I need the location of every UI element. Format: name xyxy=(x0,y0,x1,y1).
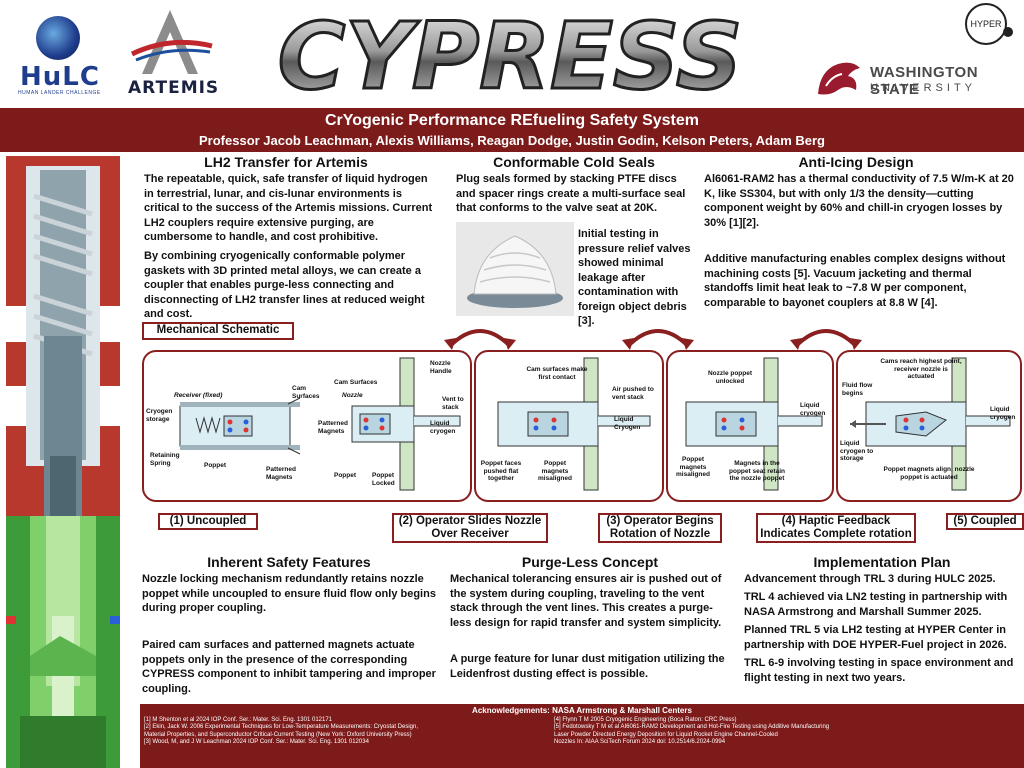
label-magnets-misaligned: Poppet magnets misaligned xyxy=(538,460,572,482)
purge-paragraph-1: Mechanical tolerancing ensures air is pu… xyxy=(450,573,722,629)
poster-title: CrYogenic Performance REfueling Safety S… xyxy=(324,112,700,129)
label-cryogen-storage: Cryogen storage xyxy=(146,408,173,423)
svg-text:CYPRESS: CYPRESS xyxy=(278,4,743,104)
reference: [4] Flynn T M 2005 Cryogenic Engineering… xyxy=(554,717,737,723)
plan-item-4: TRL 6-9 involving testing in space envir… xyxy=(744,657,1014,684)
refs-right: [4] Flynn T M 2005 Cryogenic Engineering… xyxy=(554,717,1020,747)
lh2-paragraph-2: By combining cryogenically conformable p… xyxy=(144,250,425,320)
cad-section-green-image xyxy=(6,516,120,768)
safety-paragraph-2: Paired cam surfaces and patterned magnet… xyxy=(142,639,436,695)
label-patterned-magnets: Patterned Magnets xyxy=(266,466,296,481)
label-magnets-align: Poppet magnets align, nozzle poppet is a… xyxy=(883,466,975,481)
cypress-title-logo: CYPRESS xyxy=(276,4,744,104)
uncoupled-diagram xyxy=(179,397,301,455)
reference: [1] M Shenton et al 2024 IOP Conf. Ser.:… xyxy=(144,717,333,723)
label-nozzle: Nozzle xyxy=(342,392,363,399)
purge-paragraph-2: A purge feature for lunar dust mitigatio… xyxy=(450,653,725,680)
anti-icing-paragraph-2: Additive manufacturing enables complex d… xyxy=(704,253,1006,309)
label-poppet-unlocked: Nozzle poppet unlocked xyxy=(707,370,753,385)
cad-section-red-image xyxy=(2,156,124,540)
label-poppet-locked: Poppet Locked xyxy=(372,472,395,487)
plan-item-1: Advancement through TRL 3 during HULC 20… xyxy=(744,573,996,585)
purge-title: Purge-Less Concept xyxy=(521,554,659,570)
label-magnets-retain: Magnets in the poppet seat retain the no… xyxy=(729,460,785,482)
safety-title: Inherent Safety Features xyxy=(207,554,371,570)
step-4-label: (4) Haptic Feedback Indicates Complete r… xyxy=(756,513,916,543)
step-2-label: (2) Operator Slides Nozzle Over Receiver xyxy=(392,513,548,543)
label-poppet: Poppet xyxy=(204,462,227,469)
label-cam-surfaces: Cam Surfaces xyxy=(292,385,320,400)
rotation-begins-diagram xyxy=(497,357,651,491)
label-liquid-cryogen: Liquid cryogen xyxy=(430,420,456,435)
anti-icing-title: Anti-Icing Design xyxy=(798,154,914,170)
acknowledgements-footer: Acknowledgements: NASA Armstrong & Marsh… xyxy=(140,704,1024,768)
safety-paragraph-1: Nozzle locking mechanism redundantly ret… xyxy=(142,573,436,614)
label-liquid-cryogen-4: Liquid cryogen xyxy=(800,402,826,417)
label-retaining-spring: Retaining Spring xyxy=(150,452,180,467)
label-poppet-faces: Poppet faces pushed flat together xyxy=(480,460,522,482)
artemis-logo-text: ARTEMIS xyxy=(128,78,220,98)
label-liquid-to-storage: Liquid cryogen to storage xyxy=(840,440,874,462)
wsu-cougar-icon xyxy=(818,62,860,95)
svg-text:HYPER: HYPER xyxy=(970,19,1002,29)
label-liquid-cryogen-3: Liquid Cryogen xyxy=(614,416,641,431)
reference: [3] Wood, M, and J W Leachman 2024 IOP C… xyxy=(144,739,369,746)
label-liquid-cryogen-5: Liquid cryogen xyxy=(990,406,1016,421)
step-3-label: (3) Operator Begins Rotation of Nozzle xyxy=(598,513,722,543)
seals-paragraph-1: Plug seals formed by stacking PTFE discs… xyxy=(456,173,686,214)
slide-nozzle-diagram xyxy=(351,357,461,491)
label-cam-surfaces-2: Cam Surfaces xyxy=(334,379,378,386)
curved-arrow-icon xyxy=(622,329,694,350)
label-vent-to-stack: Vent to stack xyxy=(442,396,464,411)
refs-left: [1] M Shenton et al 2024 IOP Conf. Ser.:… xyxy=(144,717,574,747)
artemis-a-icon xyxy=(130,10,213,74)
label-poppet-2: Poppet xyxy=(334,472,357,479)
seals-paragraph-2: Initial testing in pressure relief valve… xyxy=(578,228,691,327)
ptfe-seal-photo xyxy=(456,222,574,316)
hyper-logo: HYPER xyxy=(965,3,1013,45)
lh2-paragraph-1: The repeatable, quick, safe transfer of … xyxy=(144,173,433,243)
hulc-logo-subtitle: HUMAN LANDER CHALLENGE xyxy=(18,90,101,96)
anti-icing-paragraph-1: Al6061-RAM2 has a thermal conductivity o… xyxy=(704,173,1014,229)
schematic-label: Mechanical Schematic xyxy=(142,322,294,340)
wsu-name: WASHINGTON STATE xyxy=(870,64,979,98)
coupled-diagram xyxy=(850,357,1011,491)
hulc-logo-text: HuLC xyxy=(20,62,100,92)
label-first-contact: Cam surfaces make first contact xyxy=(526,366,588,381)
lh2-title: LH2 Transfer for Artemis xyxy=(204,154,368,170)
haptic-feedback-diagram xyxy=(685,357,823,491)
title-banner: CrYogenic Performance REfueling Safety S… xyxy=(0,108,1024,152)
wsu-subtitle: UNIVERSITY xyxy=(870,82,977,94)
plan-item-2: TRL 4 achieved via LN2 testing in partne… xyxy=(744,591,1008,618)
label-fluid-flow-begins: Fluid flow begins xyxy=(842,382,873,397)
plan-item-3: Planned TRL 5 via LH2 testing at HYPER C… xyxy=(744,624,1007,651)
label-cams-highest: Cams reach highest point, receiver nozzl… xyxy=(880,358,962,380)
reference: Nozzles In: AIAA SciTech Forum 2024 doi:… xyxy=(554,739,726,746)
label-receiver: Receiver (fixed) xyxy=(174,392,223,399)
reference: [5] Fedotowsky T M et al AI6061-RAM2 Dev… xyxy=(554,724,830,731)
label-patterned-magnets-2: Patterned Magnets xyxy=(318,420,348,435)
step-5-label: (5) Coupled xyxy=(946,513,1024,530)
curved-arrow-icon xyxy=(790,329,862,350)
step-1-label: (1) Uncoupled xyxy=(158,513,258,530)
label-nozzle-handle: Nozzle Handle xyxy=(430,360,452,375)
ack-title: Acknowledgements: NASA Armstrong & Marsh… xyxy=(472,706,692,715)
reference: [2] Ekin, Jack W. 2006 Experimental Tech… xyxy=(144,724,419,731)
poster-authors: Professor Jacob Leachman, Alexis William… xyxy=(199,133,825,148)
curved-arrow-icon xyxy=(444,329,516,350)
label-air-pushed: Air pushed to vent stack xyxy=(612,386,654,401)
reference: Laser Powder Directed Energy Deposition … xyxy=(554,731,778,738)
hulc-globe-icon xyxy=(36,16,80,60)
reference: Material Properties, and Superconductor … xyxy=(144,731,412,738)
label-magnets-misaligned-4: Poppet magnets misaligned xyxy=(676,456,710,478)
plan-title: Implementation Plan xyxy=(813,554,951,570)
seals-title: Conformable Cold Seals xyxy=(493,154,655,170)
